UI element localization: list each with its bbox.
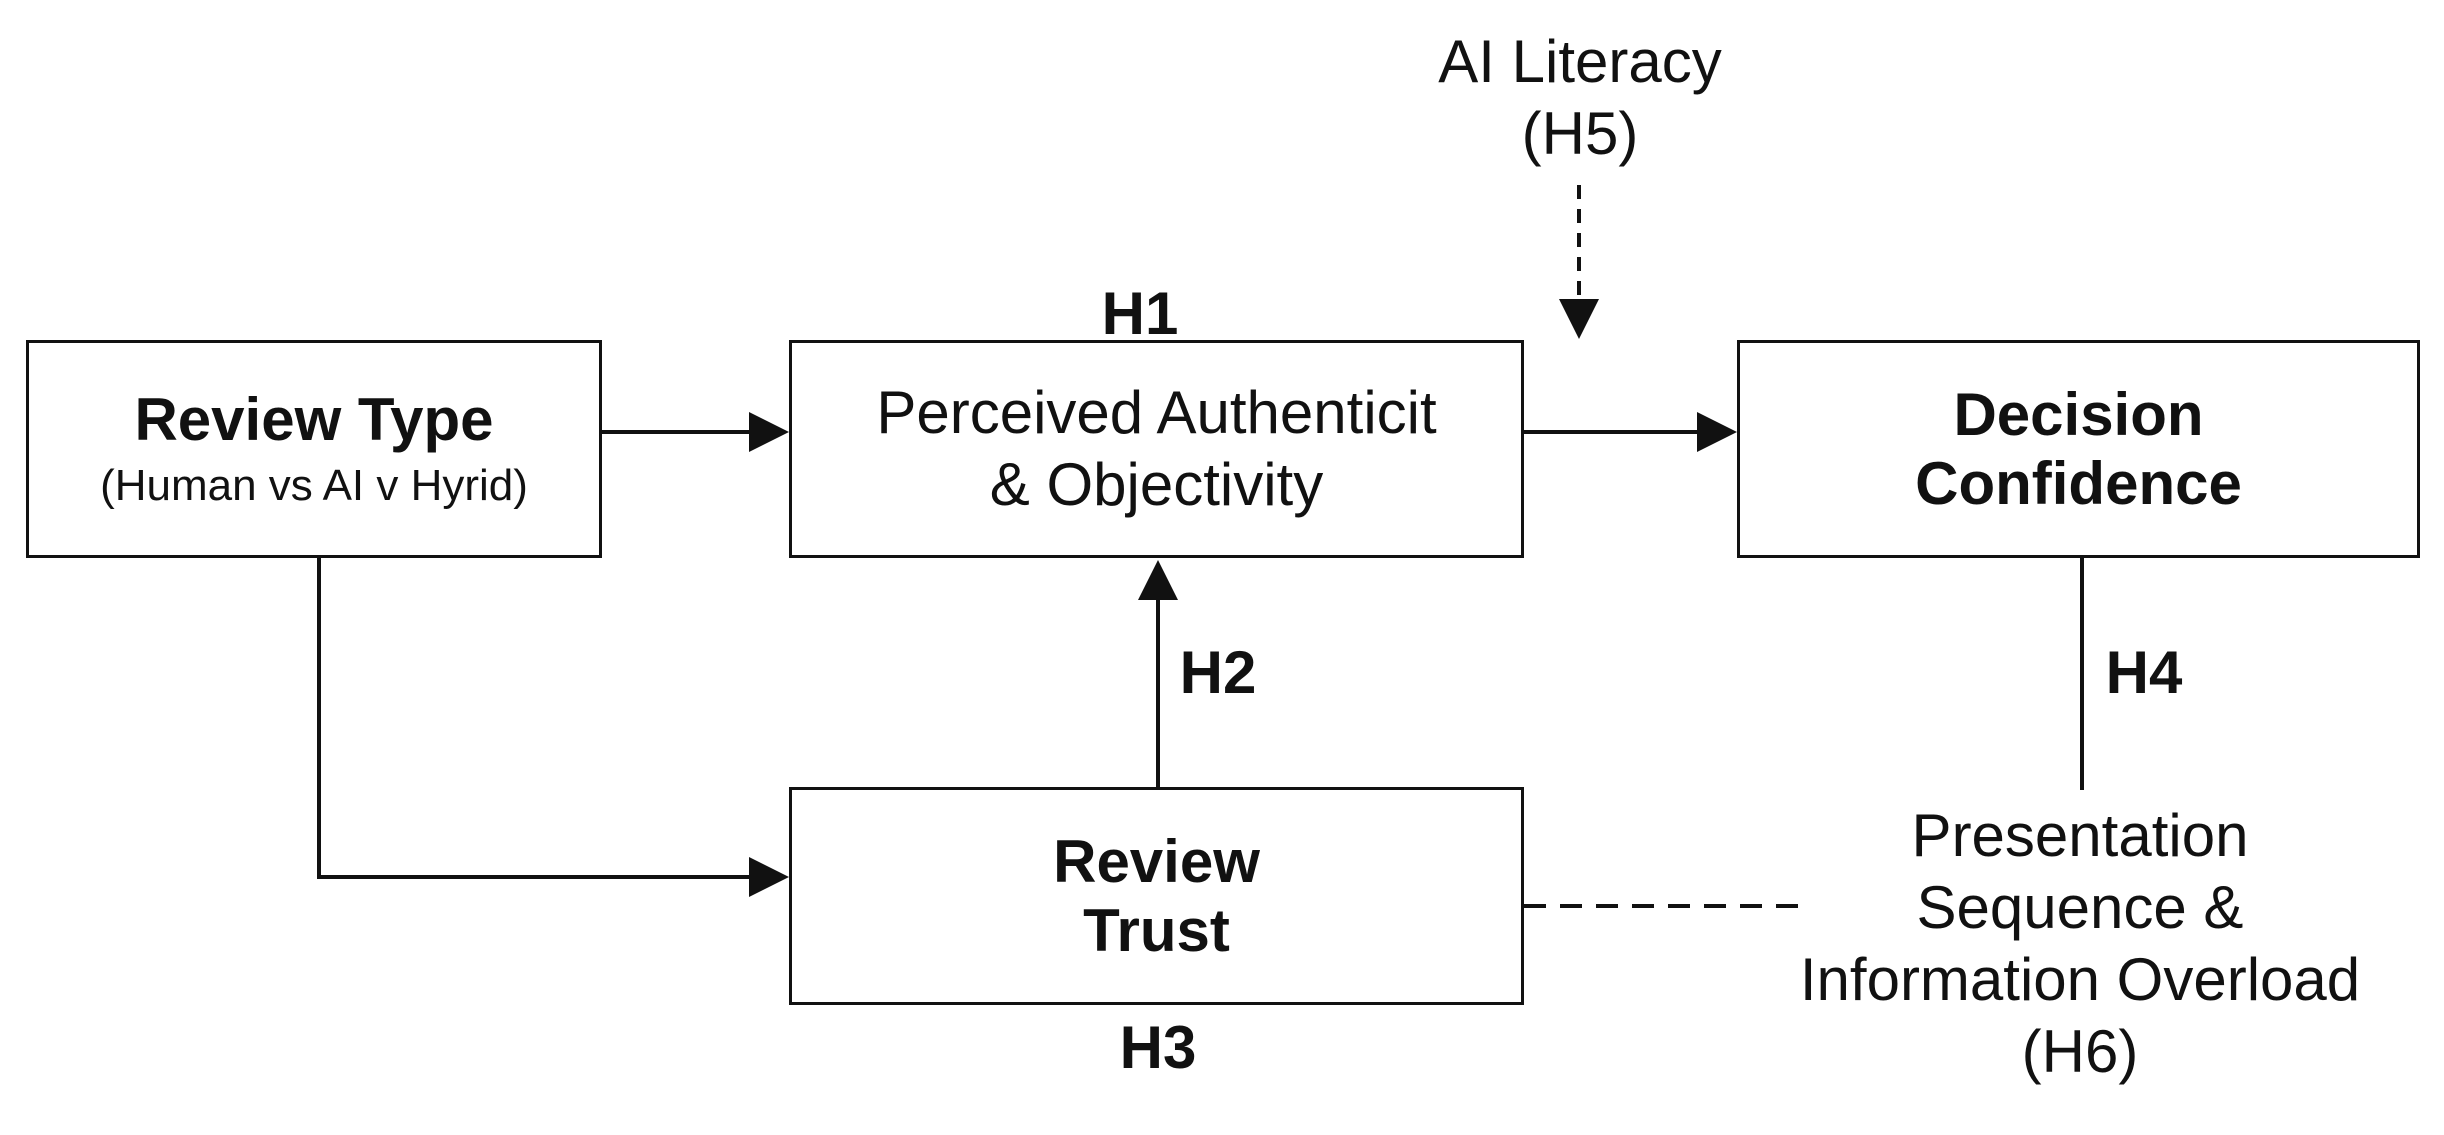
- review-type-box: Review Type (Human vs AI v Hyrid): [26, 340, 602, 558]
- ai-literacy-label: AI Literacy (H5): [1340, 26, 1820, 170]
- review-trust-box: Review Trust: [789, 787, 1524, 1005]
- ai-literacy-line1: AI Literacy: [1438, 28, 1722, 95]
- hypothesis-h1-label: H1: [1101, 280, 1179, 347]
- presentation-sequence-label: Presentation Sequence & Information Over…: [1720, 800, 2440, 1088]
- hypothesis-h2-label: H2: [1179, 639, 1257, 706]
- hypothesis-h3-label: H3: [1119, 1014, 1197, 1081]
- presentation-line1: Presentation: [1911, 802, 2249, 869]
- review-type-title: Review Type: [134, 386, 494, 454]
- decision-line2: Confidence: [1915, 450, 2242, 517]
- ai-literacy-line2: (H5): [1521, 100, 1639, 167]
- decision-line1: Decision: [1953, 381, 2204, 448]
- perceived-authenticity-box: Perceived Authenticit & Objectivity: [789, 340, 1524, 558]
- perceived-line2: & Objectivity: [989, 451, 1324, 518]
- presentation-line4: (H6): [2021, 1018, 2139, 1085]
- review-type-subtitle: (Human vs AI v Hyrid): [100, 461, 528, 511]
- decision-confidence-box: Decision Confidence: [1737, 340, 2420, 558]
- review-trust-line1: Review: [1053, 828, 1260, 895]
- hypothesis-h4-label: H4: [2105, 639, 2183, 706]
- review-trust-line2: Trust: [1083, 897, 1230, 964]
- arrow-type-to-trust: [317, 558, 789, 897]
- perceived-line1: Perceived Authenticit: [876, 379, 1437, 446]
- presentation-line2: Sequence &: [1916, 874, 2244, 941]
- presentation-line3: Information Overload: [1799, 946, 2361, 1013]
